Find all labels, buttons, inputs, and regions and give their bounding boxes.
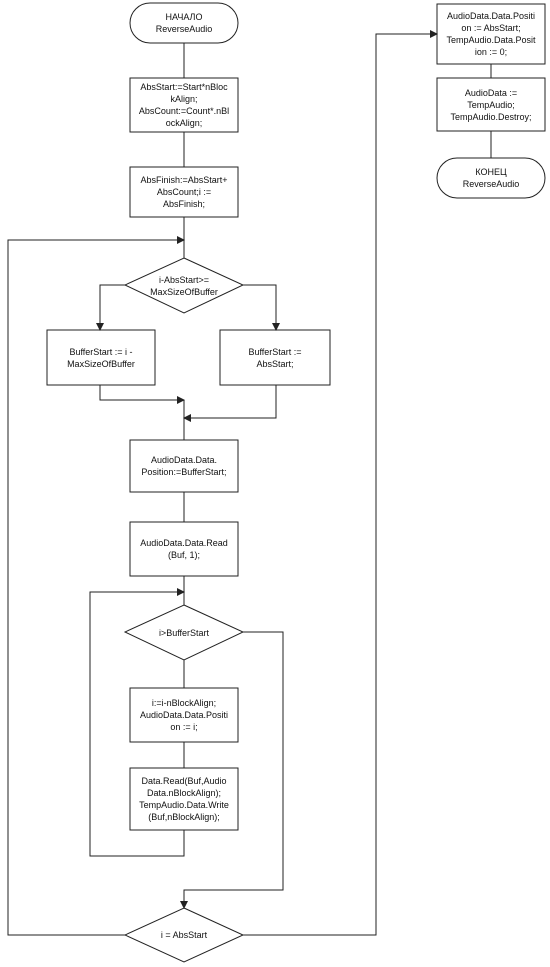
buffer-right-label: BufferStart := AbsStart; [248, 346, 302, 369]
write-block [129, 767, 239, 831]
buffer-left-block [46, 329, 156, 386]
edge-outer-loop-back [7, 236, 185, 936]
edge-right-merge [183, 385, 277, 422]
assign-label: AudioData := TempAudio; TempAudio.Destro… [450, 87, 532, 122]
dec-block [129, 687, 239, 743]
cond-end-label: i = AbsStart [160, 930, 208, 940]
edge-cond-max-right [243, 284, 280, 331]
cond-end-diamond [123, 907, 245, 963]
dec-label: i:=i-nBlockAlign; AudioData.Data.Positi … [139, 698, 229, 732]
assign-block [436, 77, 546, 132]
abs-finish-label: AbsFinish:=AbsStart+ AbsCount;i := AbsFi… [140, 175, 228, 209]
abs-finish-block [129, 166, 239, 218]
end-label: КОНЕЦ ReverseAudio [462, 167, 520, 189]
reset-label: AudioData.Data.Positi on := AbsStart; Te… [446, 11, 536, 57]
edge-cond-buffer-exit [180, 631, 284, 909]
read-block [129, 521, 239, 577]
abs-start-label: AbsStart:=Start*nBloc kAlign; AbsCount:=… [138, 82, 230, 128]
position-label: AudioData.Data. Position:=BufferStart; [141, 455, 227, 477]
start-label: НАЧАЛО ReverseAudio [155, 12, 213, 34]
cond-max-diamond [123, 257, 245, 314]
read-label: AudioData.Data.Read (Buf, 1); [140, 538, 228, 560]
cond-max-label: i-AbsStart>= MaxSizeOfBuffer [150, 274, 218, 297]
position-block [129, 439, 239, 493]
edge-cond-end-exit [243, 30, 438, 936]
buffer-left-label: BufferStart := i - MaxSizeOfBuffer [67, 346, 135, 369]
cond-buffer-label: i>BufferStart [158, 627, 210, 638]
edge-inner-loop-back [89, 588, 185, 857]
edge-left-merge [99, 385, 185, 404]
write-label: Data.Read(Buf,Audio Data.nBlockAlign); T… [139, 776, 229, 822]
edge-cond-max-left [96, 284, 125, 331]
